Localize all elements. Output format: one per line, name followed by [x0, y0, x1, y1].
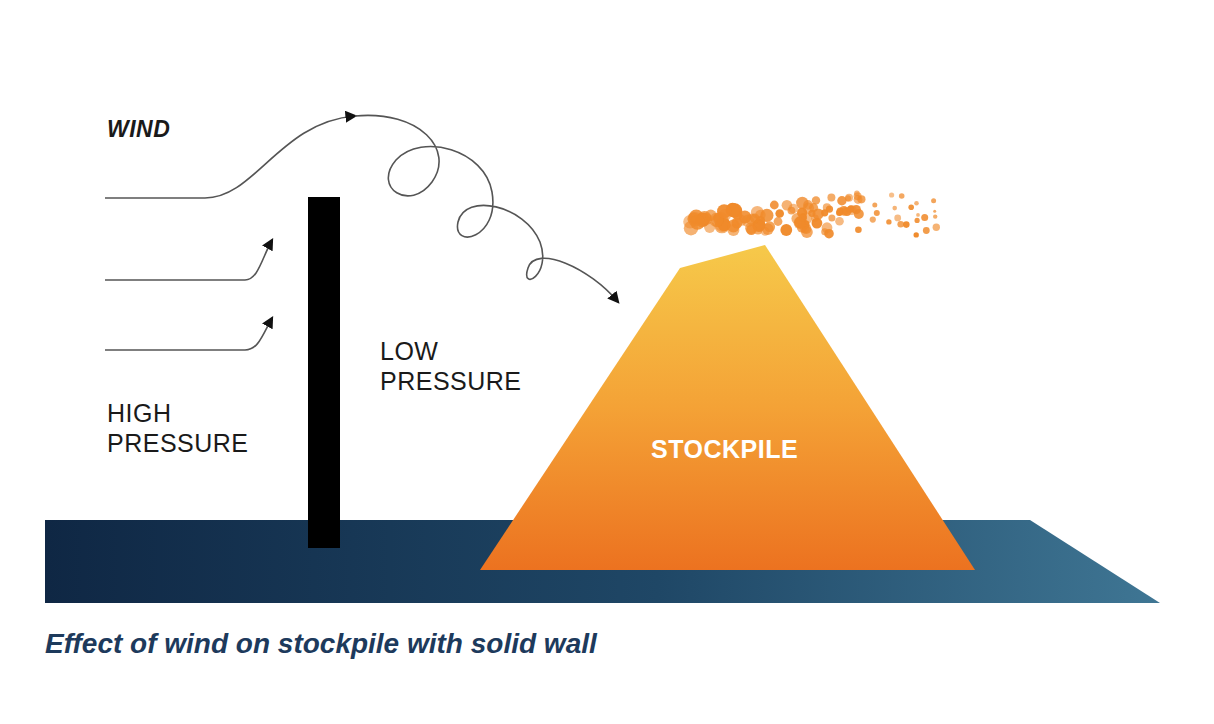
solid-wall	[308, 197, 340, 548]
dust-particles	[683, 191, 940, 239]
pressure-label: HIGH PRESSURE	[107, 398, 257, 458]
wind-flow	[105, 115, 618, 350]
stockpile-shape: STOCKPILE	[480, 245, 975, 570]
wind-label: WIND	[107, 114, 307, 144]
figure-caption: Effect of wind on stockpile with solid w…	[45, 628, 1165, 660]
pressure-label: LOW PRESSURE	[380, 336, 550, 396]
stockpile-label: STOCKPILE	[651, 435, 798, 464]
stockpile-outline	[480, 245, 975, 570]
